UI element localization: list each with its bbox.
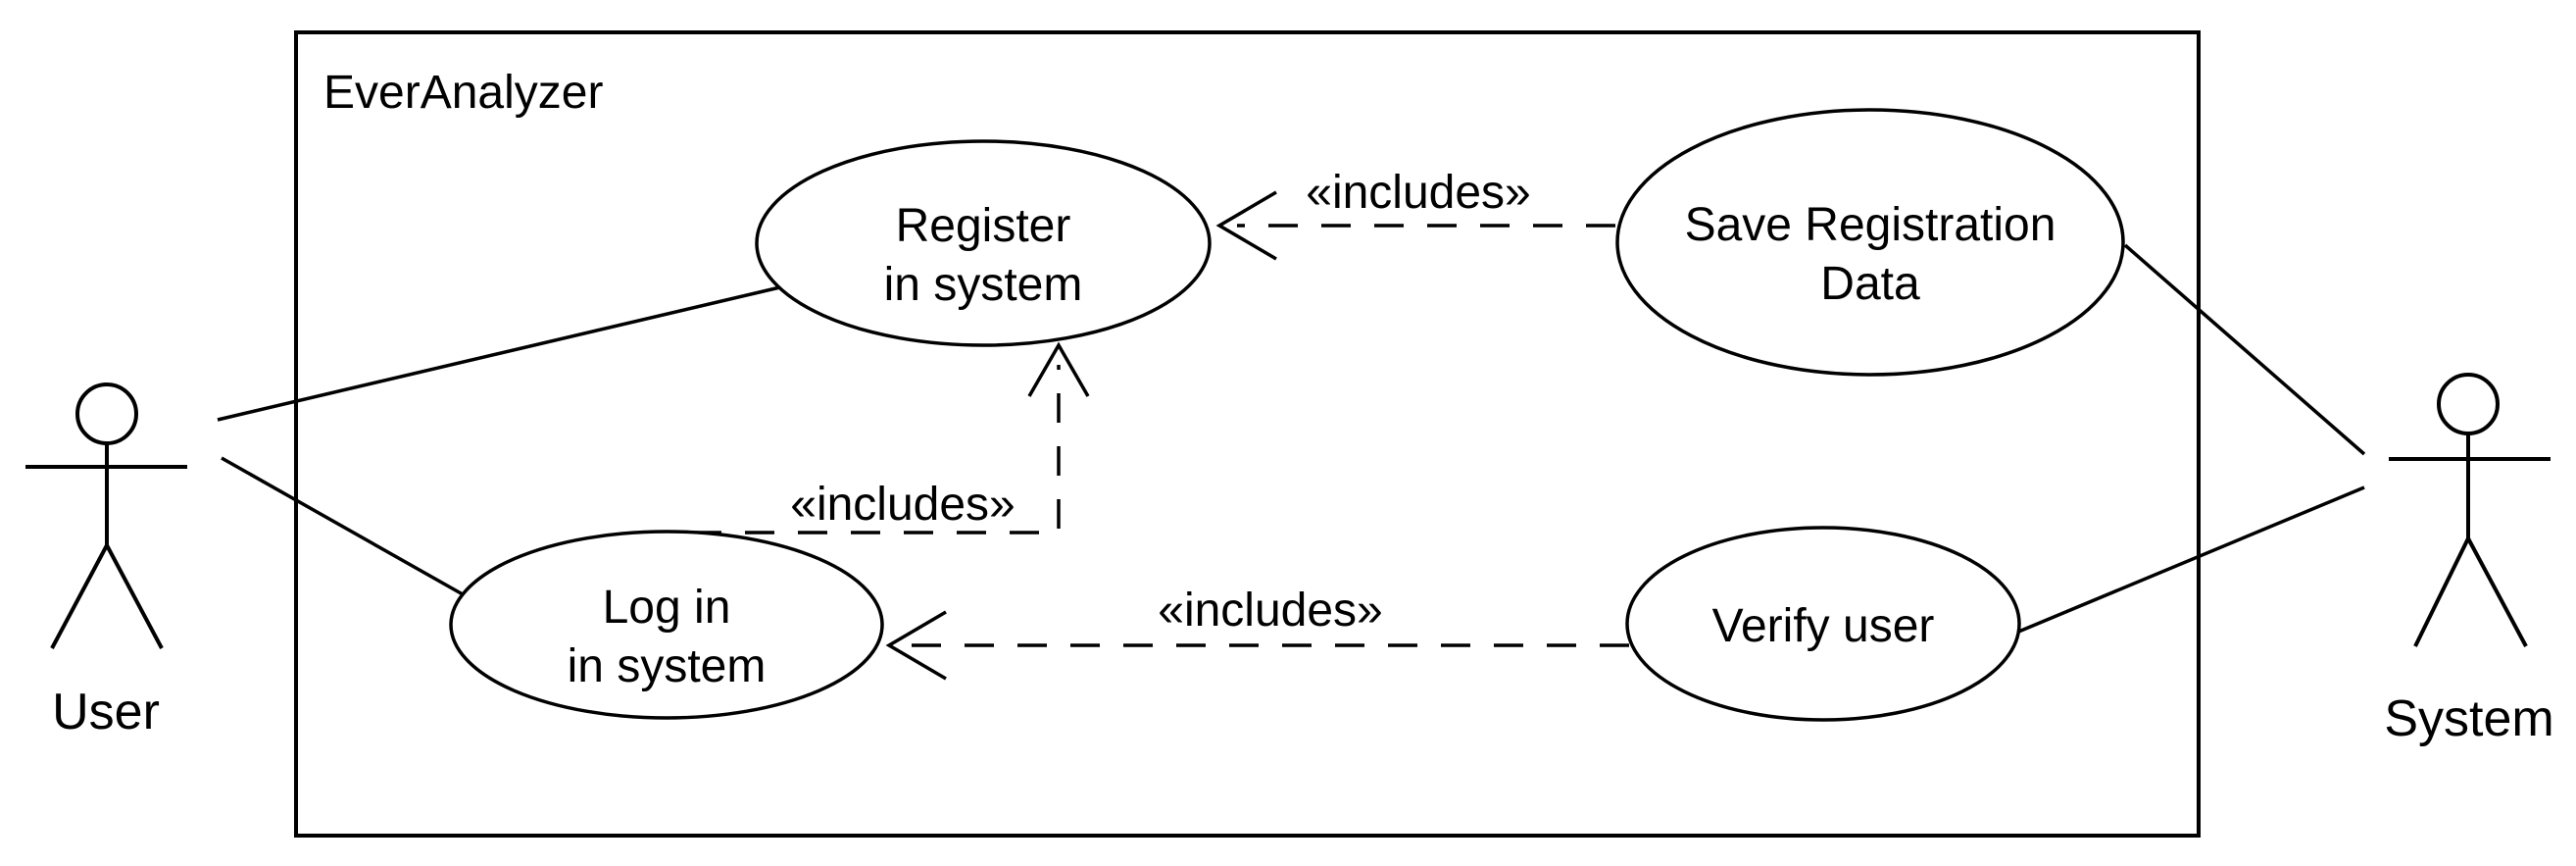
use-case-save-registration-data-ellipse bbox=[1615, 108, 2125, 377]
use-case-register-label-line1: Register bbox=[896, 200, 1071, 252]
include-save-to-register: «includes» bbox=[1215, 167, 1615, 261]
include-login-to-register-line bbox=[692, 365, 1061, 535]
arrowhead-up-icon bbox=[1027, 341, 1090, 397]
use-case-verify-user-ellipse bbox=[1625, 526, 2021, 722]
association-save-system bbox=[2123, 243, 2366, 456]
use-case-save-registration-data-label-line1: Save Registration bbox=[1685, 199, 2056, 251]
arrowhead-left-icon bbox=[1215, 190, 1277, 261]
actor-system-right-leg bbox=[2466, 537, 2528, 647]
actor-system-head bbox=[2437, 373, 2500, 435]
include-label-verify-login: «includes» bbox=[1158, 585, 1383, 637]
association-user-register bbox=[217, 284, 785, 422]
use-case-login-label-line1: Log in bbox=[603, 582, 731, 634]
use-case-login-ellipse bbox=[449, 530, 884, 720]
include-verify-to-login: «includes» bbox=[885, 585, 1629, 681]
include-label-save-register: «includes» bbox=[1306, 167, 1531, 219]
include-login-to-register: «includes» bbox=[692, 341, 1090, 535]
include-label-login-register: «includes» bbox=[790, 479, 1016, 531]
actor-user-left-leg bbox=[50, 544, 109, 649]
actor-user-head bbox=[75, 382, 138, 445]
system-boundary-box bbox=[294, 30, 2201, 838]
actor-system-label: System bbox=[2384, 690, 2553, 747]
actor-system: System bbox=[2384, 373, 2554, 747]
use-case-verify-user-label: Verify user bbox=[1712, 600, 1935, 652]
use-case-register: Register in system bbox=[755, 139, 1212, 347]
use-case-register-label-line2: in system bbox=[884, 259, 1083, 311]
use-case-login: Log in in system bbox=[449, 530, 884, 720]
actor-user: User bbox=[25, 382, 187, 740]
use-case-verify-user: Verify user bbox=[1625, 526, 2021, 722]
association-user-login bbox=[221, 456, 464, 596]
use-case-save-registration-data: Save Registration Data bbox=[1615, 108, 2125, 377]
use-case-save-registration-data-label-line2: Data bbox=[1820, 258, 1920, 310]
actor-system-left-leg bbox=[2413, 537, 2470, 647]
association-verify-system bbox=[2015, 485, 2365, 635]
use-case-register-ellipse bbox=[755, 139, 1212, 347]
actor-user-right-leg bbox=[105, 544, 164, 649]
actor-user-label: User bbox=[52, 684, 160, 740]
system-boundary-label: EverAnalyzer bbox=[323, 67, 603, 119]
use-case-login-label-line2: in system bbox=[568, 640, 767, 692]
arrowhead-left-icon bbox=[885, 610, 947, 681]
